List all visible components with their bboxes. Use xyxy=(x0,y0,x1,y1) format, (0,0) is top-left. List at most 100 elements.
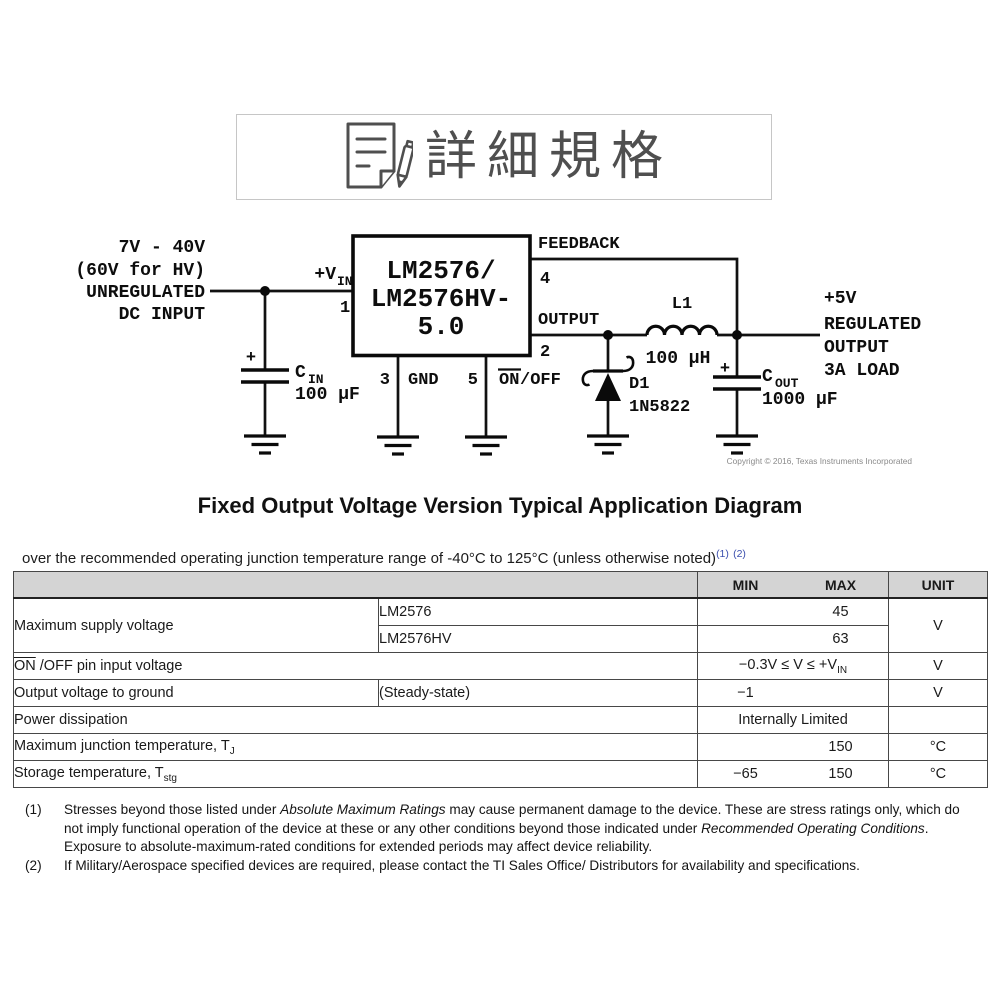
cond-lm2576hv: LM2576HV xyxy=(378,625,698,653)
d1-diode xyxy=(581,355,635,401)
unit-onoff: V xyxy=(888,652,988,680)
cond-lm2576: LM2576 xyxy=(378,597,698,626)
cin-capacitor xyxy=(241,368,289,384)
pin2-number: 2 xyxy=(540,343,550,362)
pin1-number: 1 xyxy=(340,299,350,318)
svg-text:OUTPUT: OUTPUT xyxy=(824,338,889,358)
cin-label: C xyxy=(295,363,306,383)
onoff-label-off: /OFF xyxy=(520,371,561,390)
page-title: 詳細規格 xyxy=(424,128,673,186)
ground-symbol xyxy=(465,435,507,456)
param-storage-temp: Storage temperature, Tstg xyxy=(13,760,698,788)
cout-plus-sign: + xyxy=(720,360,730,379)
param-supply-voltage: Maximum supply voltage xyxy=(13,597,379,653)
footnote-2-text: If Military/Aerospace specified devices … xyxy=(64,857,860,873)
footnote-1: (1) Stresses beyond those listed under A… xyxy=(25,801,983,857)
footnote-1-marker: (1) xyxy=(25,802,42,817)
svg-text:DC INPUT: DC INPUT xyxy=(119,305,206,325)
ic-box xyxy=(351,234,532,358)
ground-symbol xyxy=(244,434,286,455)
pin4-number: 4 xyxy=(540,270,550,289)
value-lm2576hv-max: 63 xyxy=(697,625,889,653)
l1-value: 100 µH xyxy=(646,349,711,369)
header-minmax-cell: MIN MAX xyxy=(697,571,889,599)
cout-capacitor xyxy=(713,375,761,391)
table-row: ON /OFF pin input voltage −0.3V ≤ V ≤ +V… xyxy=(13,652,988,680)
table-row: Output voltage to ground (Steady-state) … xyxy=(13,679,988,707)
header-min: MIN xyxy=(732,576,759,593)
vin-label: +V xyxy=(314,265,336,285)
ic-name-line2: LM2576HV- xyxy=(371,284,511,314)
regulated-output-label: +5V REGULATED OUTPUT 3A LOAD xyxy=(824,289,921,381)
table-row: Maximum supply voltage LM2576 45 V xyxy=(13,597,988,653)
cond-steady-state: (Steady-state) xyxy=(378,679,698,707)
junction-dots xyxy=(260,286,742,340)
cin-plus-sign: + xyxy=(246,349,256,368)
detail-spec-header: 詳細規格 xyxy=(236,114,772,200)
ground-symbol xyxy=(716,434,758,455)
cout-label-sub: OUT xyxy=(775,376,799,391)
cin-label-sub: IN xyxy=(308,372,324,387)
param-output-voltage: Output voltage to ground xyxy=(13,679,379,707)
diagram-caption: Fixed Output Voltage Version Typical App… xyxy=(197,493,803,518)
onoff-label-on: ON xyxy=(499,371,519,390)
footnote-ref-2[interactable]: (2) xyxy=(733,548,746,560)
value-power: Internally Limited xyxy=(697,706,889,734)
value-lm2576-max: 45 xyxy=(697,597,889,626)
svg-text:3A LOAD: 3A LOAD xyxy=(824,361,900,381)
svg-text:(60V for HV): (60V for HV) xyxy=(75,261,205,281)
param-power-dissipation: Power dissipation xyxy=(13,706,698,734)
header-empty-cell xyxy=(13,571,698,599)
ground-symbol xyxy=(377,435,419,456)
unit-junction: °C xyxy=(888,733,988,761)
table-row: LM2576HV 63 xyxy=(14,625,988,653)
intro-text: over the recommended operating junction … xyxy=(22,550,717,567)
header-unit: UNIT xyxy=(888,571,988,599)
svg-text:REGULATED: REGULATED xyxy=(824,315,921,335)
footnote-2: (2) If Military/Aerospace specified devi… xyxy=(25,857,983,876)
table-row: Maximum junction temperature, TJ 150 °C xyxy=(13,733,988,761)
cout-label: C xyxy=(762,367,773,387)
param-onoff-voltage: ON /OFF pin input voltage xyxy=(13,652,698,680)
input-source-label: 7V - 40V (60V for HV) UNREGULATED DC INP… xyxy=(75,238,205,325)
d1-name: D1 xyxy=(629,375,649,394)
output-pin-label: OUTPUT xyxy=(538,311,599,330)
ground-symbol xyxy=(587,434,629,455)
param-junction-temp: Maximum junction temperature, TJ xyxy=(13,733,698,761)
unit-supply: V xyxy=(888,597,988,653)
footnote-ref-1[interactable]: (1) xyxy=(716,548,729,560)
ic-name-line1: LM2576/ xyxy=(386,256,495,286)
document-pen-icon xyxy=(346,122,413,189)
l1-inductor xyxy=(645,324,719,336)
table-row: Power dissipation Internally Limited xyxy=(13,706,988,734)
application-circuit-diagram: LM2576/ LM2576HV- 5.0 7V - 40V (60V for … xyxy=(75,234,921,466)
copyright-notice: Copyright © 2016, Texas Instruments Inco… xyxy=(727,456,913,466)
circuit-wires xyxy=(210,257,820,437)
footnote-2-marker: (2) xyxy=(25,857,42,873)
abs-max-intro: over the recommended operating junction … xyxy=(22,548,746,567)
abs-max-ratings-table: MIN MAX UNIT Maximum supply voltage LM25… xyxy=(13,571,988,788)
svg-text:UNREGULATED: UNREGULATED xyxy=(86,283,205,303)
unit-power xyxy=(888,706,988,734)
cout-value: 1000 µF xyxy=(762,390,838,410)
pin5-number: 5 xyxy=(468,371,478,390)
unit-storage: °C xyxy=(888,760,988,788)
pin3-number: 3 xyxy=(380,371,390,390)
value-output-min: −1 xyxy=(697,679,889,707)
ic-name-line3: 5.0 xyxy=(418,312,465,342)
vin-label-sub: IN xyxy=(337,274,353,289)
value-junction-max: 150 xyxy=(697,733,889,761)
d1-part-number: 1N5822 xyxy=(629,398,690,417)
footnotes-section: (1) Stresses beyond those listed under A… xyxy=(25,801,983,875)
value-onoff-range: −0.3V ≤ V ≤ +VIN xyxy=(697,652,889,680)
l1-name: L1 xyxy=(672,295,692,314)
unit-output: V xyxy=(888,679,988,707)
footnote-1-text: Stresses beyond those listed under Absol… xyxy=(64,802,960,855)
gnd-pin-label: GND xyxy=(408,371,439,390)
header-max: MAX xyxy=(824,576,857,593)
cin-value: 100 µF xyxy=(295,385,360,405)
table-header-row: MIN MAX UNIT xyxy=(13,571,988,599)
ground-symbols xyxy=(244,434,758,456)
